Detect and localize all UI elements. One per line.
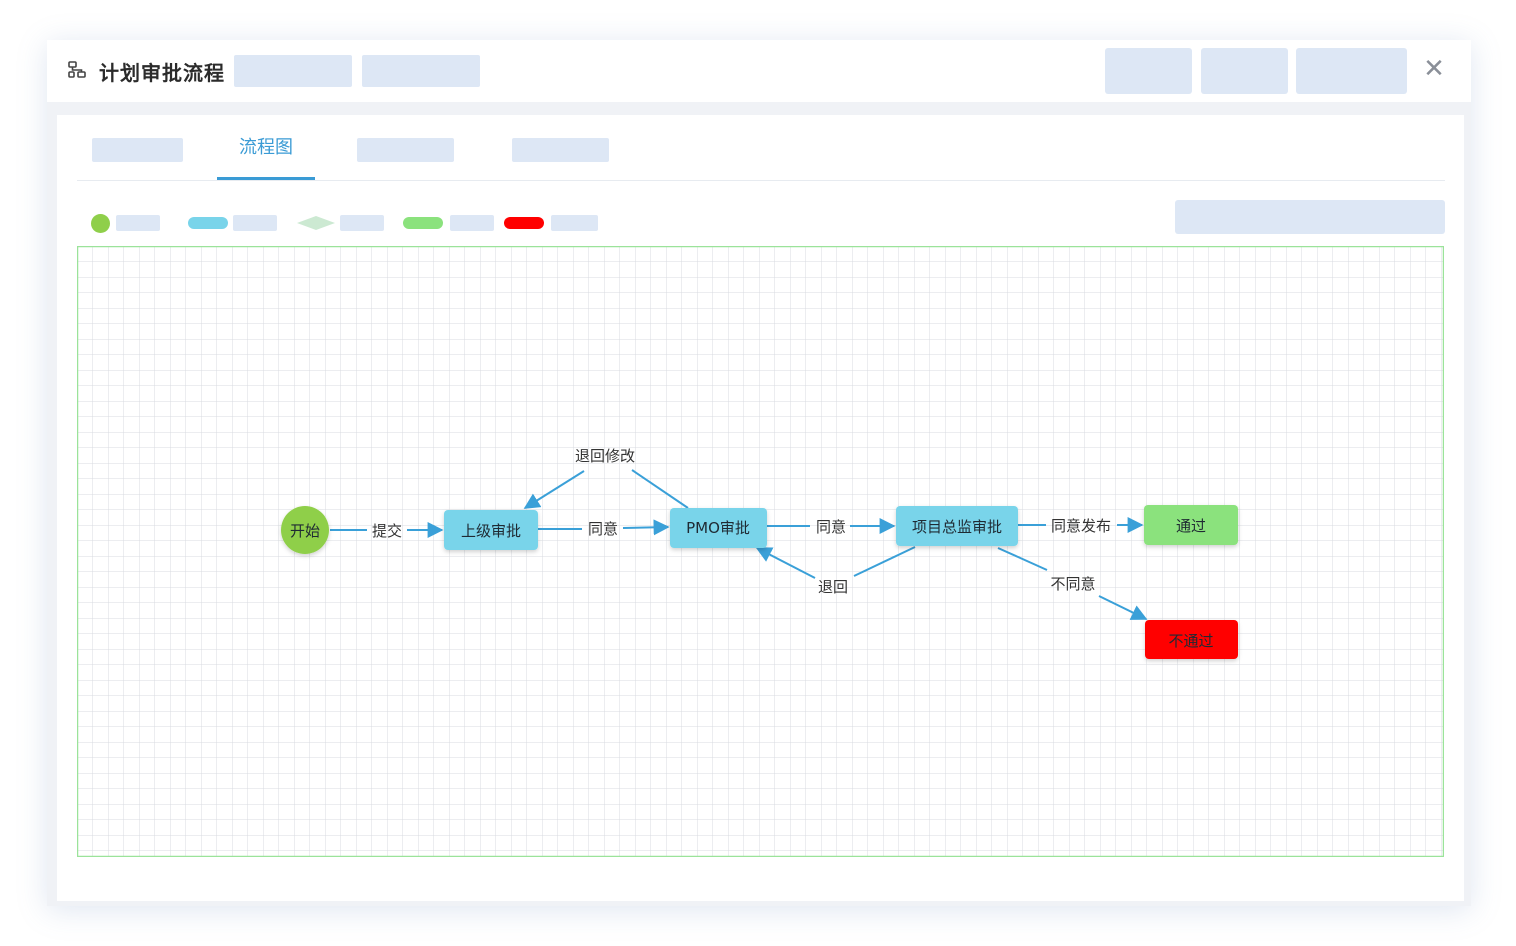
node-start[interactable]: 开始 [281, 506, 329, 554]
legend-decision-swatch [297, 216, 335, 230]
node-pmo-review[interactable]: PMO审批 [670, 508, 767, 548]
active-tab-indicator [217, 177, 315, 180]
tab-flowchart[interactable]: 流程图 [239, 137, 293, 158]
edge-label-return-modify: 退回修改 [575, 447, 635, 465]
edge-label-agree-2: 同意 [816, 518, 846, 536]
flow-edges [330, 469, 1148, 620]
edge-disagree-line-b [1098, 595, 1148, 620]
node-start-label: 开始 [290, 522, 320, 540]
flowchart-canvas[interactable]: 提交 同意 退回修改 同意 退回 同意发布 不同意 开始 上级审批 PMO审批 … [77, 246, 1444, 857]
edge-disagree-line-a [997, 547, 1048, 571]
dialog-titlebar: 计划审批流程 ✕ [47, 40, 1471, 102]
edge-return-line-b [755, 547, 816, 579]
edge-return-modify-line-a [631, 469, 689, 509]
node-pass[interactable]: 通过 [1144, 505, 1238, 545]
node-fail[interactable]: 不通过 [1145, 620, 1238, 659]
edge-agree1-line-b [622, 519, 670, 536]
edge-label-agree-publish: 同意发布 [1051, 517, 1111, 535]
flow-icon [68, 61, 86, 78]
canvas-grid [77, 246, 1444, 857]
node-pass-label: 通过 [1176, 517, 1206, 535]
legend-decision-label [340, 215, 384, 231]
legend-pass-swatch [403, 217, 443, 229]
legend-review-label [233, 215, 277, 231]
legend-review-swatch [188, 217, 228, 229]
legend-fail-swatch [504, 217, 544, 229]
legend-fail-label [551, 215, 598, 231]
title-placeholder-2 [362, 55, 480, 87]
legend-start-label [116, 215, 160, 231]
dialog-title: 计划审批流程 [99, 61, 225, 85]
tab-4[interactable] [512, 138, 609, 162]
title-placeholder-1 [234, 55, 352, 87]
node-director-review-label: 项目总监审批 [912, 518, 1002, 536]
header-button-2[interactable] [1201, 48, 1288, 94]
tab-divider [77, 180, 1445, 181]
node-fail-label: 不通过 [1168, 632, 1213, 650]
edge-label-return: 退回 [818, 578, 848, 596]
node-pmo-review-label: PMO审批 [686, 519, 750, 537]
tab-3[interactable] [357, 138, 454, 162]
node-superior-review[interactable]: 上级审批 [444, 510, 538, 550]
edge-return-line-a [853, 546, 916, 577]
legend-pass-label [450, 215, 494, 231]
node-director-review[interactable]: 项目总监审批 [896, 506, 1018, 546]
edge-label-disagree: 不同意 [1050, 575, 1095, 593]
close-button[interactable]: ✕ [1423, 54, 1445, 84]
legend-start-swatch [91, 214, 110, 233]
flowchart-svg: 提交 同意 退回修改 同意 退回 同意发布 不同意 开始 上级审批 PMO审批 … [77, 246, 1444, 857]
node-superior-review-label: 上级审批 [461, 522, 521, 540]
edge-label-agree-1: 同意 [588, 520, 618, 538]
tab-1[interactable] [92, 138, 183, 162]
header-button-1[interactable] [1105, 48, 1192, 94]
toolbar-action-placeholder[interactable] [1175, 200, 1445, 234]
edge-label-submit: 提交 [372, 522, 402, 540]
edge-return-modify-line-b [523, 470, 585, 509]
header-button-3[interactable] [1296, 48, 1407, 94]
